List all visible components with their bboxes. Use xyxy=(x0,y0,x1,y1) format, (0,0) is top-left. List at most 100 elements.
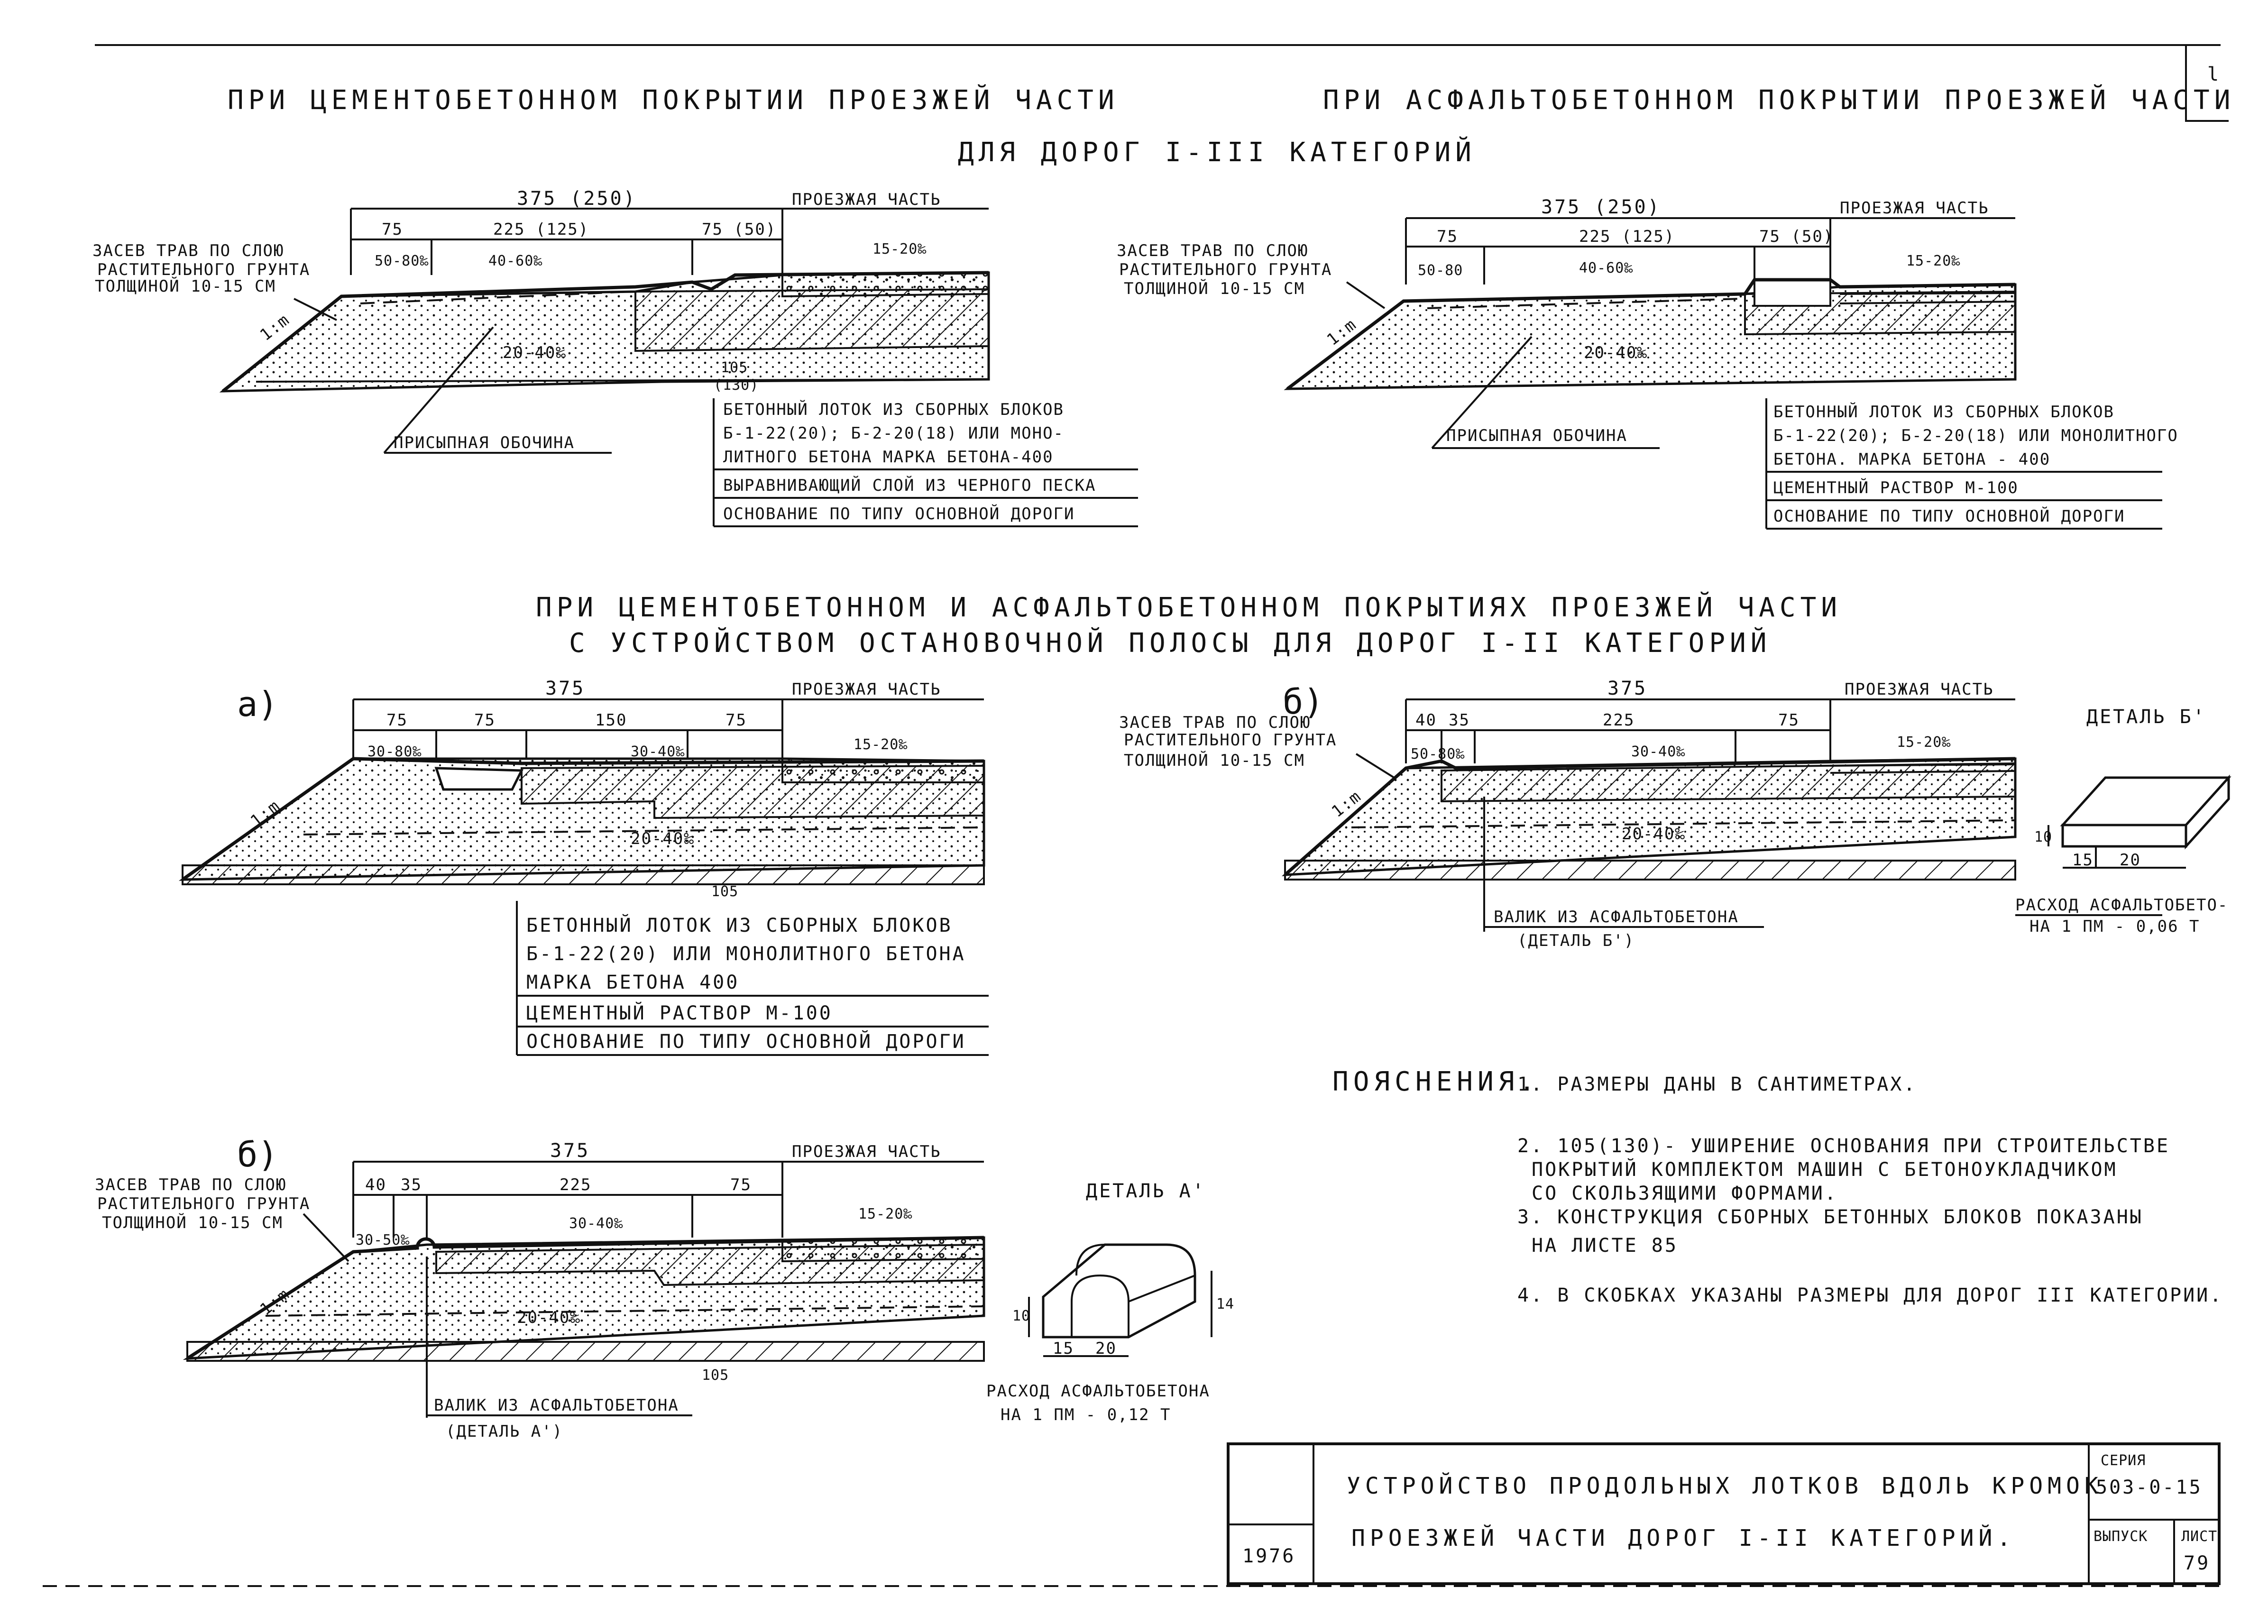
svg-text:ВЫПУСК: ВЫПУСК xyxy=(2094,1528,2148,1545)
svg-text:75: 75 xyxy=(1778,711,1800,730)
heading-middle-2: С УСТРОЙСТВОМ ОСТАНОВОЧНОЙ ПОЛОСЫ ДЛЯ ДО… xyxy=(569,627,1771,659)
svg-text:30-40‰: 30-40‰ xyxy=(631,743,685,760)
svg-text:ВЫРАВНИВАЮЩИЙ СЛОЙ ИЗ ЧЕРНОГО: ВЫРАВНИВАЮЩИЙ СЛОЙ ИЗ ЧЕРНОГО ПЕСКА xyxy=(723,476,1096,495)
svg-text:30-40‰: 30-40‰ xyxy=(1631,743,1685,760)
series-number: 503-0-15 xyxy=(2096,1477,2203,1498)
svg-text:15-20‰: 15-20‰ xyxy=(1906,253,1960,269)
svg-text:ЦЕМЕНТНЫЙ РАСТВОР М-100: ЦЕМЕНТНЫЙ РАСТВОР М-100 xyxy=(526,1001,833,1024)
section-a-stopping-lane: а) 375 75 75 150 75 ПРОЕЗЖАЯ ЧАСТЬ 30-80… xyxy=(178,678,989,1056)
svg-text:30-80‰: 30-80‰ xyxy=(367,743,422,760)
svg-text:375 (250): 375 (250) xyxy=(1541,196,1661,218)
svg-text:СО СКОЛЬЗЯЩИМИ ФОРМАМИ.: СО СКОЛЬЗЯЩИМИ ФОРМАМИ. xyxy=(1532,1183,1838,1204)
svg-text:375: 375 xyxy=(550,1140,590,1162)
svg-text:(ДЕТАЛЬ Б'): (ДЕТАЛЬ Б') xyxy=(1517,931,1634,950)
svg-text:ЛИТНОГО БЕТОНА МАРКА БЕТОНА-40: ЛИТНОГО БЕТОНА МАРКА БЕТОНА-400 xyxy=(723,448,1054,467)
label-b-bottom: б) xyxy=(237,1135,278,1174)
heading-top-right: ПРИ АСФАЛЬТОБЕТОННОМ ПОКРЫТИИ ПРОЕЗЖЕЙ Ч… xyxy=(1323,84,2235,116)
sheet-title-line-2: ПРОЕЗЖЕЙ ЧАСТИ ДОРОГ I-II КАТЕГОРИЙ. xyxy=(1351,1524,2015,1551)
svg-text:РАСХОД АСФАЛЬТОБЕТОНА: РАСХОД АСФАЛЬТОБЕТОНА xyxy=(986,1382,1210,1401)
svg-text:75: 75 xyxy=(730,1175,752,1194)
svg-text:Б-1-22(20); Б-2-20(18) ИЛИ МОН: Б-1-22(20); Б-2-20(18) ИЛИ МОНОЛИТНОГО xyxy=(1773,426,2178,445)
svg-text:225 (125): 225 (125) xyxy=(493,220,589,239)
svg-text:(130): (130) xyxy=(714,377,759,394)
svg-text:2. 105(130)- УШИРЕНИЕ ОСНОВАНИ: 2. 105(130)- УШИРЕНИЕ ОСНОВАНИЯ ПРИ СТРО… xyxy=(1517,1135,2170,1157)
svg-text:30-40‰: 30-40‰ xyxy=(569,1215,623,1232)
svg-text:ТОЛЩИНОЙ 10-15 СМ: ТОЛЩИНОЙ 10-15 СМ xyxy=(1124,279,1305,298)
carriageway-label: ПРОЕЗЖАЯ ЧАСТЬ xyxy=(792,680,941,699)
svg-text:40-60‰: 40-60‰ xyxy=(1579,260,1633,276)
heading-top-left: ПРИ ЦЕМЕНТОБЕТОННОМ ПОКРЫТИИ ПРОЕЗЖЕЙ ЧА… xyxy=(228,84,1119,116)
svg-text:10: 10 xyxy=(2034,829,2052,845)
svg-text:375 (250): 375 (250) xyxy=(517,188,637,210)
svg-text:БЕТОННЫЙ ЛОТОК ИЗ СБОРНЫХ БЛОК: БЕТОННЫЙ ЛОТОК ИЗ СБОРНЫХ БЛОКОВ xyxy=(723,400,1064,419)
carriageway-label: ПРОЕЗЖАЯ ЧАСТЬ xyxy=(1840,199,1989,218)
sheet-title-line-1: УСТРОЙСТВО ПРОДОЛЬНЫХ ЛОТКОВ ВДОЛЬ КРОМО… xyxy=(1347,1472,2103,1499)
section-b-bottom: б) 375 40 35 225 75 ПРОЕЗЖАЯ ЧАСТЬ 30-50… xyxy=(95,1135,985,1441)
svg-text:ЗАСЕВ ТРАВ ПО СЛОЮ: ЗАСЕВ ТРАВ ПО СЛОЮ xyxy=(92,241,284,260)
year: 1976 xyxy=(1242,1545,1295,1567)
svg-text:МАРКА БЕТОНА 400: МАРКА БЕТОНА 400 xyxy=(526,972,739,993)
svg-text:РАСТИТЕЛЬНОГО ГРУНТА: РАСТИТЕЛЬНОГО ГРУНТА xyxy=(1124,731,1337,750)
carriageway-label: ПРОЕЗЖАЯ ЧАСТЬ xyxy=(792,1142,941,1161)
svg-text:ТОЛЩИНОЙ 10-15 СМ: ТОЛЩИНОЙ 10-15 СМ xyxy=(102,1213,283,1232)
svg-text:НА ЛИСТЕ 85: НА ЛИСТЕ 85 xyxy=(1532,1235,1678,1257)
svg-text:75: 75 xyxy=(725,711,747,730)
svg-text:20-40‰: 20-40‰ xyxy=(631,829,695,848)
svg-text:НА 1 ПМ - 0,06 Т: НА 1 ПМ - 0,06 Т xyxy=(2029,917,2200,936)
svg-text:75: 75 xyxy=(1437,227,1458,246)
svg-text:15-20‰: 15-20‰ xyxy=(854,736,908,753)
svg-text:1. РАЗМЕРЫ ДАНЫ В САНТИМЕТРАХ.: 1. РАЗМЕРЫ ДАНЫ В САНТИМЕТРАХ. xyxy=(1517,1073,1917,1095)
svg-text:20-40‰: 20-40‰ xyxy=(503,343,567,362)
svg-text:БЕТОННЫЙ ЛОТОК ИЗ СБОРНЫХ БЛОК: БЕТОННЫЙ ЛОТОК ИЗ СБОРНЫХ БЛОКОВ xyxy=(1773,402,2114,422)
svg-text:РАСТИТЕЛЬНОГО ГРУНТА: РАСТИТЕЛЬНОГО ГРУНТА xyxy=(97,260,310,279)
explanations: ПОЯСНЕНИЯ. 1. РАЗМЕРЫ ДАНЫ В САНТИМЕТРАХ… xyxy=(1332,1066,2221,1306)
svg-text:НА 1 ПМ - 0,12 Т: НА 1 ПМ - 0,12 Т xyxy=(1001,1405,1171,1424)
shoulder-label: ПРИСЫПНАЯ ОБОЧИНА xyxy=(394,433,575,452)
svg-text:3. КОНСТРУКЦИЯ СБОРНЫХ БЕТОННЫ: 3. КОНСТРУКЦИЯ СБОРНЫХ БЕТОННЫХ БЛОКОВ П… xyxy=(1517,1206,2143,1228)
svg-text:ЗАСЕВ ТРАВ ПО СЛОЮ: ЗАСЕВ ТРАВ ПО СЛОЮ xyxy=(1119,713,1311,732)
svg-text:ОСНОВАНИЕ ПО ТИПУ ОСНОВНОЙ ДОР: ОСНОВАНИЕ ПО ТИПУ ОСНОВНОЙ ДОРОГИ xyxy=(723,504,1075,523)
svg-text:50-80‰: 50-80‰ xyxy=(1411,746,1465,762)
svg-text:ОСНОВАНИЕ ПО ТИПУ ОСНОВНОЙ ДОР: ОСНОВАНИЕ ПО ТИПУ ОСНОВНОЙ ДОРОГИ xyxy=(526,1030,966,1053)
svg-text:50-80‰: 50-80‰ xyxy=(375,253,429,269)
svg-text:40: 40 xyxy=(1415,711,1437,730)
svg-text:ВАЛИК ИЗ АСФАЛЬТОБЕТОНА: ВАЛИК ИЗ АСФАЛЬТОБЕТОНА xyxy=(434,1396,679,1415)
svg-text:СЕРИЯ: СЕРИЯ xyxy=(2101,1452,2146,1469)
carriageway-label: ПРОЕЗЖАЯ ЧАСТЬ xyxy=(792,190,941,209)
svg-text:225: 225 xyxy=(560,1175,591,1194)
svg-text:105: 105 xyxy=(721,359,748,376)
explanations-heading: ПОЯСНЕНИЯ. xyxy=(1332,1066,1540,1097)
detail-a-title: ДЕТАЛЬ А' xyxy=(1086,1180,1206,1202)
title-block: 1976 УСТРОЙСТВО ПРОДОЛЬНЫХ ЛОТКОВ ВДОЛЬ … xyxy=(1227,1442,2221,1585)
svg-text:40: 40 xyxy=(365,1175,386,1194)
svg-text:РАСТИТЕЛЬНОГО ГРУНТА: РАСТИТЕЛЬНОГО ГРУНТА xyxy=(97,1194,310,1213)
svg-text:ВАЛИК ИЗ АСФАЛЬТОБЕТОНА: ВАЛИК ИЗ АСФАЛЬТОБЕТОНА xyxy=(1494,908,1739,927)
svg-text:225 (125): 225 (125) xyxy=(1579,227,1675,246)
svg-text:75: 75 xyxy=(474,711,496,730)
corner-mark: l xyxy=(2207,64,2221,85)
svg-text:20-40‰: 20-40‰ xyxy=(517,1308,581,1327)
svg-text:ЗАСЕВ ТРАВ ПО СЛОЮ: ЗАСЕВ ТРАВ ПО СЛОЮ xyxy=(95,1175,286,1194)
carriageway-label: ПРОЕЗЖАЯ ЧАСТЬ xyxy=(1845,680,1994,699)
svg-text:ТОЛЩИНОЙ 10-15 СМ: ТОЛЩИНОЙ 10-15 СМ xyxy=(95,276,276,296)
svg-text:14: 14 xyxy=(1216,1296,1234,1312)
svg-text:ПОКРЫТИЙ КОМПЛЕКТОМ МАШИН С БЕ: ПОКРЫТИЙ КОМПЛЕКТОМ МАШИН С БЕТОНОУКЛАДЧ… xyxy=(1532,1158,2118,1181)
svg-text:20: 20 xyxy=(2120,851,2141,870)
label-b: б) xyxy=(1283,682,1324,722)
svg-text:375: 375 xyxy=(1607,678,1647,699)
svg-text:ЛИСТ: ЛИСТ xyxy=(2181,1528,2217,1545)
detail-b: ДЕТАЛЬ Б' 10 15 20 РАСХОД АСФАЛЬТОБЕТО- … xyxy=(2015,706,2231,936)
svg-text:15-20‰: 15-20‰ xyxy=(1897,734,1951,751)
svg-text:150: 150 xyxy=(595,711,627,730)
svg-text:ЗАСЕВ ТРАВ ПО СЛОЮ: ЗАСЕВ ТРАВ ПО СЛОЮ xyxy=(1117,241,1308,260)
svg-text:75: 75 xyxy=(382,220,403,239)
svg-text:40-60‰: 40-60‰ xyxy=(488,253,542,269)
section-b-stopping-lane: б) 375 40 35 225 75 ПРОЕЗЖАЯ ЧАСТЬ 50-80… xyxy=(1119,678,2017,950)
svg-text:75 (50): 75 (50) xyxy=(1759,227,1834,246)
svg-text:15: 15 xyxy=(1053,1339,1074,1358)
svg-text:Б-1-22(20) ИЛИ МОНОЛИТНОГО БЕТ: Б-1-22(20) ИЛИ МОНОЛИТНОГО БЕТОНА xyxy=(526,943,966,965)
svg-text:15: 15 xyxy=(2072,851,2094,870)
svg-text:10: 10 xyxy=(1012,1308,1030,1324)
svg-text:(ДЕТАЛЬ А'): (ДЕТАЛЬ А') xyxy=(446,1422,563,1441)
